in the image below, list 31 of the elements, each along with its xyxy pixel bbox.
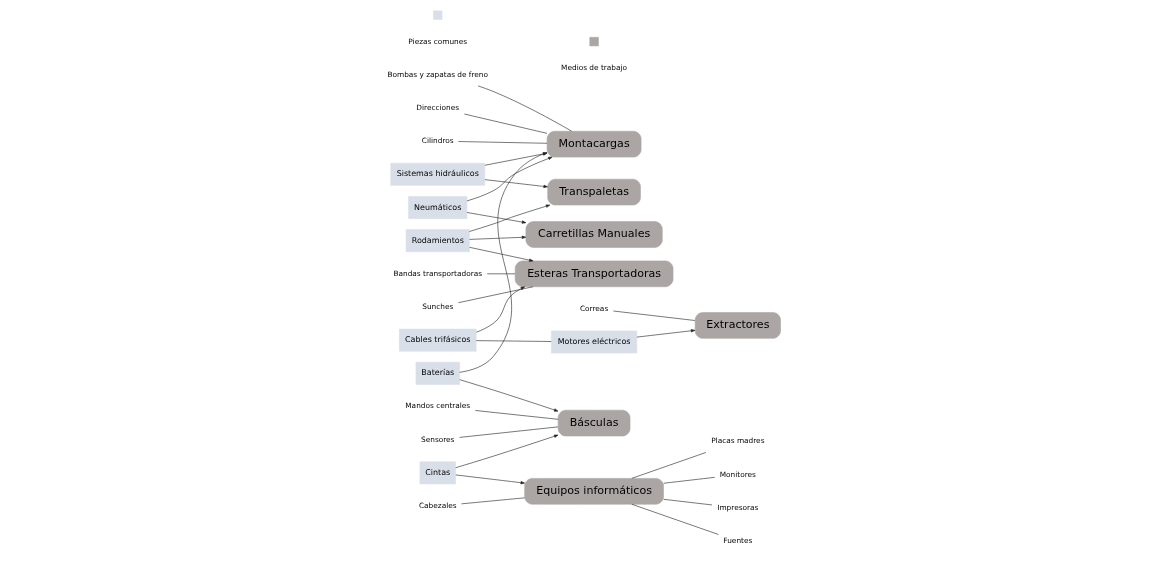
connector bbox=[460, 497, 525, 505]
arrow bbox=[458, 152, 547, 373]
connector bbox=[475, 340, 552, 342]
node-box: Extractores bbox=[694, 312, 781, 339]
node-box: Básculas bbox=[557, 409, 630, 437]
arrow bbox=[636, 329, 695, 338]
connector bbox=[662, 499, 712, 506]
arrow bbox=[475, 286, 525, 333]
connector bbox=[477, 85, 572, 132]
connector bbox=[457, 286, 533, 303]
connector bbox=[630, 452, 706, 479]
arrow bbox=[466, 212, 526, 224]
arrow bbox=[484, 152, 547, 166]
connector bbox=[458, 426, 558, 438]
connector bbox=[662, 477, 715, 484]
arrow bbox=[454, 434, 558, 469]
arrow bbox=[468, 204, 550, 232]
arrow bbox=[468, 235, 526, 240]
node-box: Equipos informáticos bbox=[523, 478, 664, 505]
arrow bbox=[455, 474, 525, 485]
node-box: Carretillas Manuales bbox=[525, 221, 663, 248]
connector bbox=[457, 141, 547, 144]
connector bbox=[612, 310, 695, 321]
arrow bbox=[458, 379, 558, 412]
connector bbox=[463, 113, 547, 134]
arrow bbox=[468, 247, 533, 262]
connector bbox=[486, 273, 515, 275]
connector bbox=[630, 503, 719, 535]
connector bbox=[474, 410, 558, 420]
arrow bbox=[466, 156, 552, 202]
arrow bbox=[484, 179, 548, 188]
